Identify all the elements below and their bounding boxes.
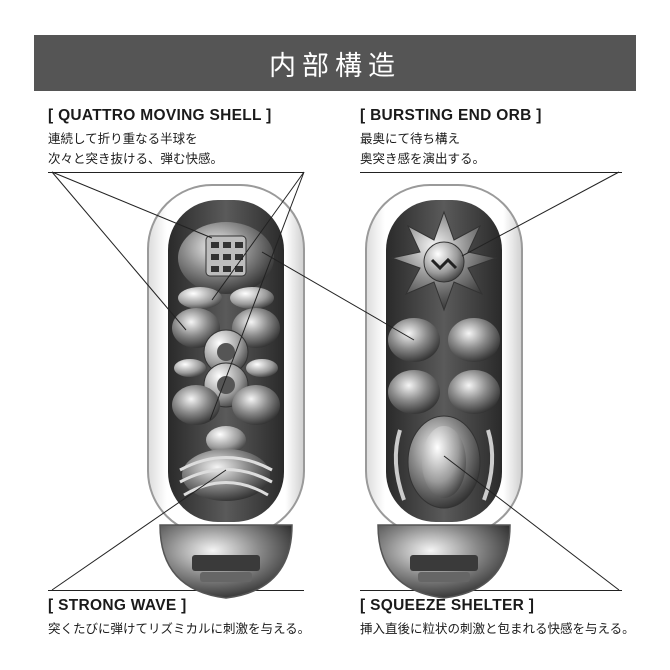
feature-bursting-end-orb: [ BURSTING END ORB ] 最奥にて待ち構え 奥突き感を演出する。 [360, 107, 542, 169]
feature-title: [ QUATTRO MOVING SHELL ] [48, 107, 272, 124]
feature-title: [ SQUEEZE SHELTER ] [360, 597, 535, 614]
feature-title: [ STRONG WAVE ] [48, 597, 187, 614]
feature-description: 突くたびに弾けてリズミカルに刺激を与える。 [48, 619, 310, 639]
feature-description: 連続して折り重なる半球を 次々と突き抜ける、弾む快感。 [48, 129, 272, 169]
desc-line: 突くたびに弾けてリズミカルに刺激を与える。 [48, 621, 311, 636]
desc-line: 挿入直後に粒状の刺激と包まれる快感を与える。 [360, 621, 635, 636]
desc-line: 奥突き感を演出する。 [360, 151, 486, 166]
header-title: 内部構造 [269, 50, 401, 82]
right-device [365, 184, 523, 599]
feature-quattro-moving-shell: [ QUATTRO MOVING SHELL ] 連続して折り重なる半球を 次々… [48, 107, 272, 169]
divider-line [360, 590, 622, 591]
divider-line [48, 590, 304, 591]
feature-description: 挿入直後に粒状の刺激と包まれる快感を与える。 [360, 619, 635, 639]
feature-squeeze-shelter: [ SQUEEZE SHELTER ] 挿入直後に粒状の刺激と包まれる快感を与え… [360, 597, 635, 639]
divider-line [360, 172, 622, 173]
feature-description: 最奥にて待ち構え 奥突き感を演出する。 [360, 129, 542, 169]
left-device [147, 184, 305, 599]
section-header: 内部構造 [34, 35, 636, 91]
leader-lines [51, 171, 620, 591]
divider-line [48, 172, 304, 173]
desc-line: 次々と突き抜ける、弾む快感。 [48, 151, 224, 166]
desc-line: 連続して折り重なる半球を [48, 131, 198, 146]
feature-title: [ BURSTING END ORB ] [360, 107, 542, 124]
desc-line: 最奥にて待ち構え [360, 131, 461, 146]
feature-strong-wave: [ STRONG WAVE ] 突くたびに弾けてリズミカルに刺激を与える。 [48, 597, 310, 639]
